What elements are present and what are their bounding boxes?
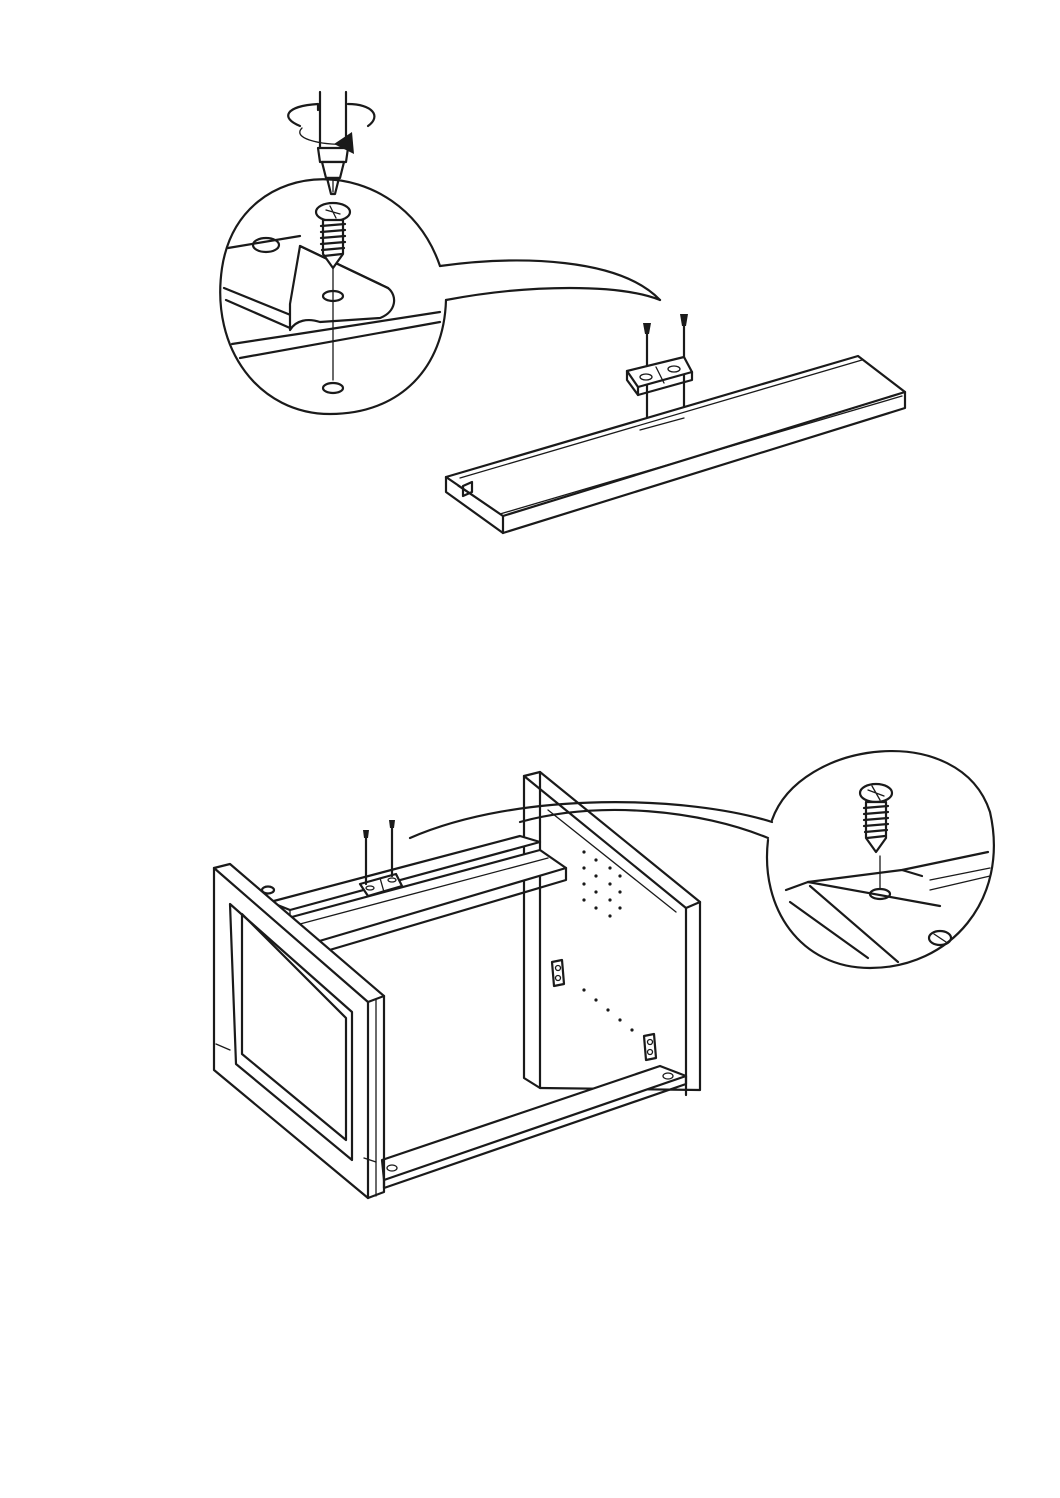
metal-bracket <box>627 357 692 395</box>
step-2-install-rail <box>214 751 994 1198</box>
hinge-upper <box>552 960 564 986</box>
shelf-pin-holes <box>582 850 633 1031</box>
screw-icon-detail <box>860 784 892 852</box>
hinge-lower <box>644 1034 656 1060</box>
cabinet-right-panel <box>524 772 700 1095</box>
wooden-rail <box>446 356 905 533</box>
detail-magnifier-circle <box>220 179 660 414</box>
rotate-arrow-icon <box>288 104 374 154</box>
step-1-attach-bracket <box>220 92 905 533</box>
